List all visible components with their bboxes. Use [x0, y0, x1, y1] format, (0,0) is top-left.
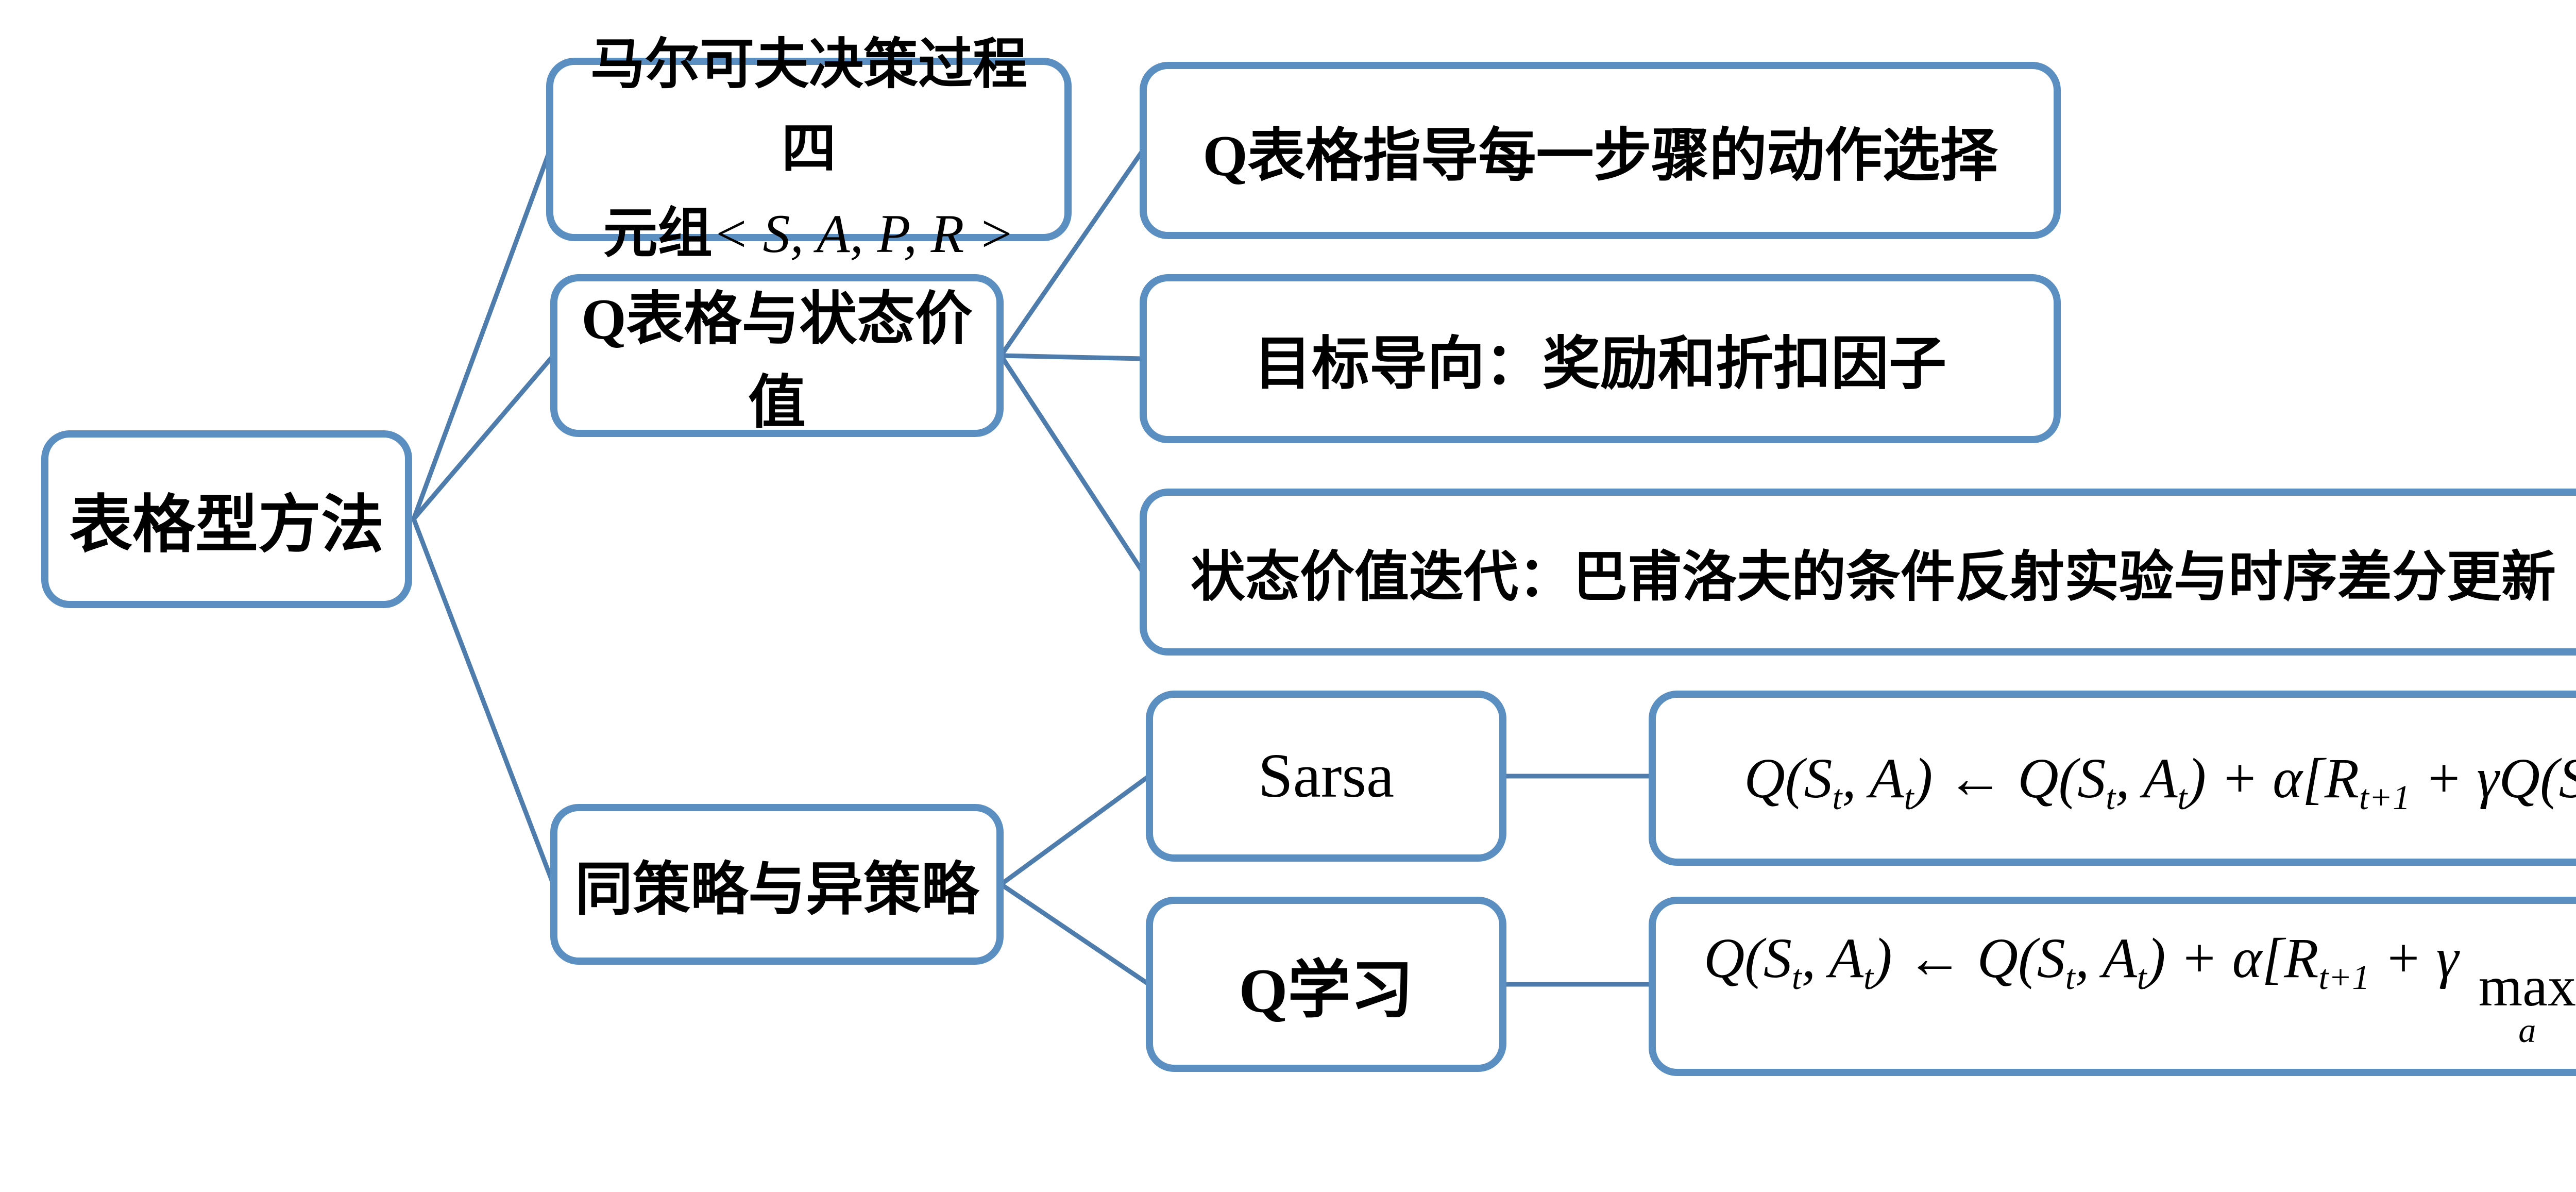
connector-qtable-valueiter — [998, 353, 1145, 575]
connector-qtable-goal — [998, 353, 1145, 361]
node-q-table-state-value: Q表格与状态价值 — [550, 274, 1004, 437]
sarsa-update-formula: Q(St, At) ← Q(St, At) + α[Rt+1 + γQ(St+1… — [1744, 746, 2576, 817]
node-sarsa-formula: Q(St, At) ← Q(St, At) + α[Rt+1 + γQ(St+1… — [1649, 691, 2576, 866]
mdp-line2-text: 元组 — [603, 204, 713, 264]
node-q-learning: Q学习 — [1146, 897, 1506, 1072]
node-q-learning-label: Q学习 — [1239, 955, 1414, 1026]
connector-root-qtable — [411, 353, 556, 522]
node-q-table-state-value-label: Q表格与状态价值 — [581, 288, 973, 435]
node-goal-oriented: 目标导向：奖励和折扣因子 — [1140, 274, 2061, 443]
mdp-line2-math: < S, A, P, R > — [712, 204, 1015, 264]
mdp-line1: 马尔可夫决策过程四 — [590, 34, 1027, 179]
node-value-iteration: 状态价值迭代：巴甫洛夫的条件反射实验与时序差分更新 — [1140, 489, 2576, 656]
node-root: 表格型方法 — [41, 430, 412, 608]
connector-policy-qlearning — [998, 882, 1151, 987]
node-action-selection-label: Q表格指导每一步骤的动作选择 — [1202, 124, 1998, 188]
node-on-off-policy-label: 同策略与异策略 — [575, 858, 979, 922]
node-sarsa-label: Sarsa — [1258, 741, 1395, 811]
connector-root-policy — [411, 516, 556, 887]
node-action-selection: Q表格指导每一步骤的动作选择 — [1140, 62, 2061, 239]
node-on-off-policy: 同策略与异策略 — [550, 804, 1004, 965]
node-root-label: 表格型方法 — [70, 491, 384, 560]
node-value-iteration-label: 状态价值迭代：巴甫洛夫的条件反射实验与时序差分更新 — [1191, 547, 2556, 608]
node-sarsa: Sarsa — [1146, 691, 1506, 862]
connector-root-mdp — [411, 149, 552, 522]
node-goal-oriented-label: 目标导向：奖励和折扣因子 — [1254, 332, 1946, 396]
node-mdp-tuple-label: 马尔可夫决策过程四 元组< S, A, P, R > — [566, 23, 1052, 277]
node-mdp-tuple: 马尔可夫决策过程四 元组< S, A, P, R > — [546, 35, 1072, 264]
connector-qtable-action — [998, 148, 1145, 358]
connector-policy-sarsa — [998, 774, 1151, 887]
